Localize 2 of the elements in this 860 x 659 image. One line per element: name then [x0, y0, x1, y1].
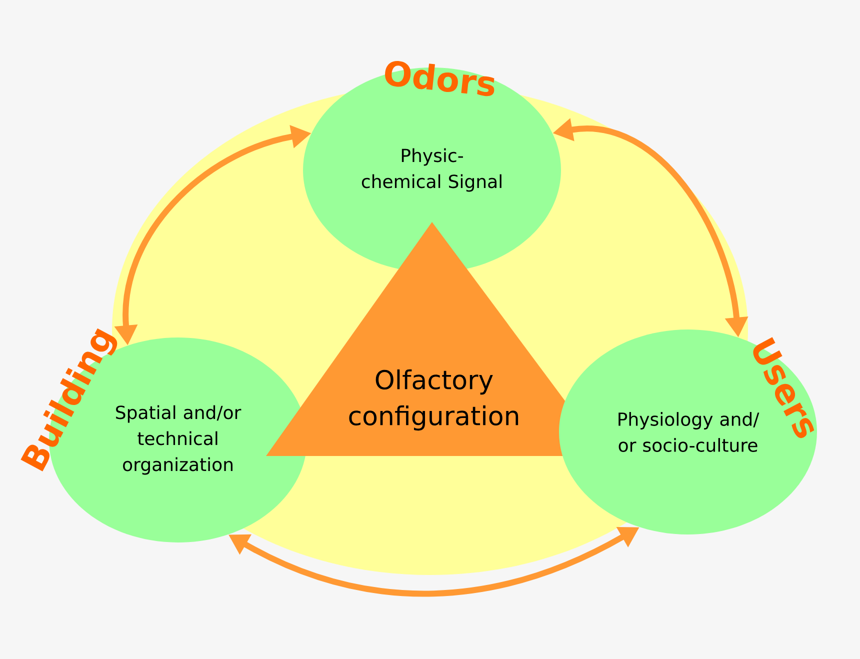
triangle-node: Olfactory configuration — [266, 222, 606, 456]
heading: Odors — [385, 60, 494, 96]
